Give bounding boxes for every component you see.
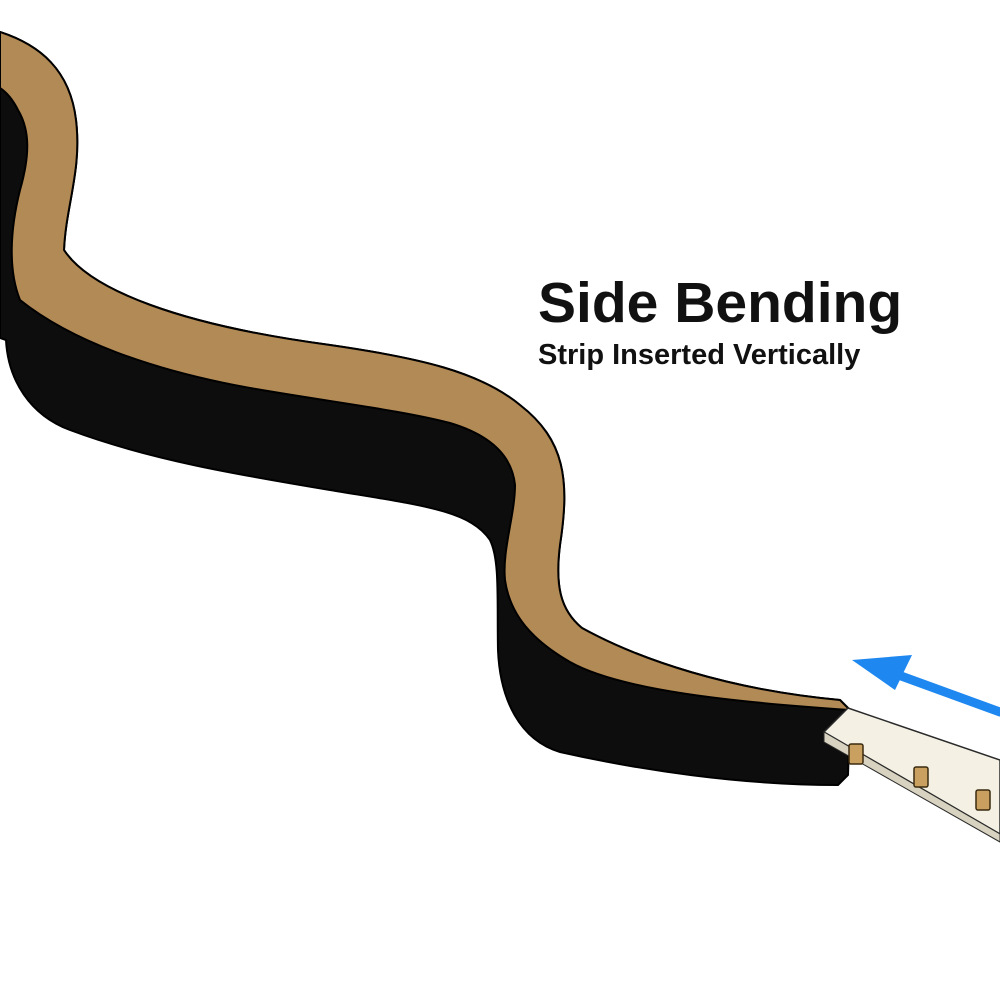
insert-arrow-head (852, 655, 912, 690)
led-strip-edge (823, 731, 1000, 843)
neon-tube-top-face (0, 30, 853, 712)
insert-arrow-shaft (885, 667, 1000, 717)
neon-tube (0, 30, 853, 787)
led-chip (848, 743, 864, 765)
caption: Side Bending Strip Inserted Vertically (538, 272, 902, 372)
led-strip-body (822, 707, 1000, 835)
caption-title: Side Bending (538, 271, 903, 335)
led-chip (975, 789, 991, 811)
caption-subtitle: Strip Inserted Vertically (538, 339, 861, 371)
left-arrow-icon (852, 655, 1000, 717)
led-strip (822, 707, 1000, 843)
led-chip (913, 766, 929, 788)
